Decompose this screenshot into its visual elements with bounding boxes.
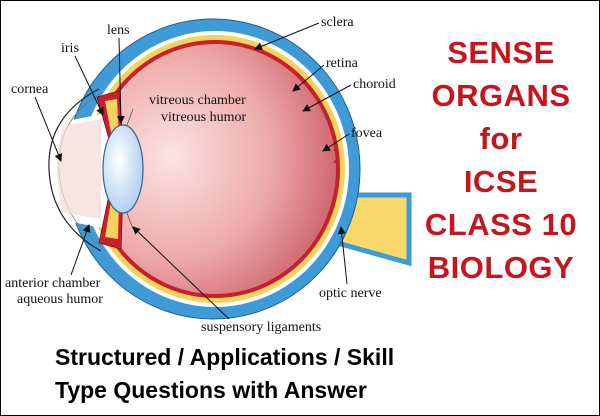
label-iris: iris	[61, 41, 79, 56]
label-sclera: sclera	[321, 15, 354, 30]
title-line: ORGANS	[431, 78, 571, 113]
label-retina: retina	[326, 56, 359, 71]
title-line: CLASS 10	[424, 207, 578, 242]
page-subtitle: Structured / Applications / Skill Type Q…	[55, 341, 394, 407]
leader-lines	[34, 22, 352, 320]
label-optic-nerve: optic nerve	[319, 286, 382, 301]
label-suspensory-ligaments: suspensory ligaments	[201, 320, 321, 335]
vitreous-chamber-shape	[94, 44, 336, 294]
title-line: SENSE	[447, 35, 555, 70]
page-title: SENSE ORGANS for ICSE CLASS 10 BIOLOGY	[411, 31, 591, 289]
title-line: ICSE	[463, 164, 539, 199]
title-line: for	[479, 121, 523, 156]
label-anterior-chamber: anterior chamber	[5, 276, 101, 291]
label-vitreous-chamber: vitreous chamber	[149, 93, 246, 108]
label-aqueous-humor: aqueous humor	[17, 292, 103, 307]
label-cornea: cornea	[11, 82, 49, 97]
label-fovea: fovea	[351, 126, 383, 141]
lens-shape	[102, 124, 144, 214]
label-choroid: choroid	[353, 77, 396, 92]
title-line: BIOLOGY	[427, 250, 575, 285]
subtitle-line: Type Questions with Answer	[55, 377, 367, 403]
subtitle-line: Structured / Applications / Skill	[55, 344, 395, 370]
label-lens: lens	[107, 23, 130, 38]
label-vitreous-humor: vitreous humor	[161, 110, 246, 125]
cornea-shape	[48, 88, 102, 252]
